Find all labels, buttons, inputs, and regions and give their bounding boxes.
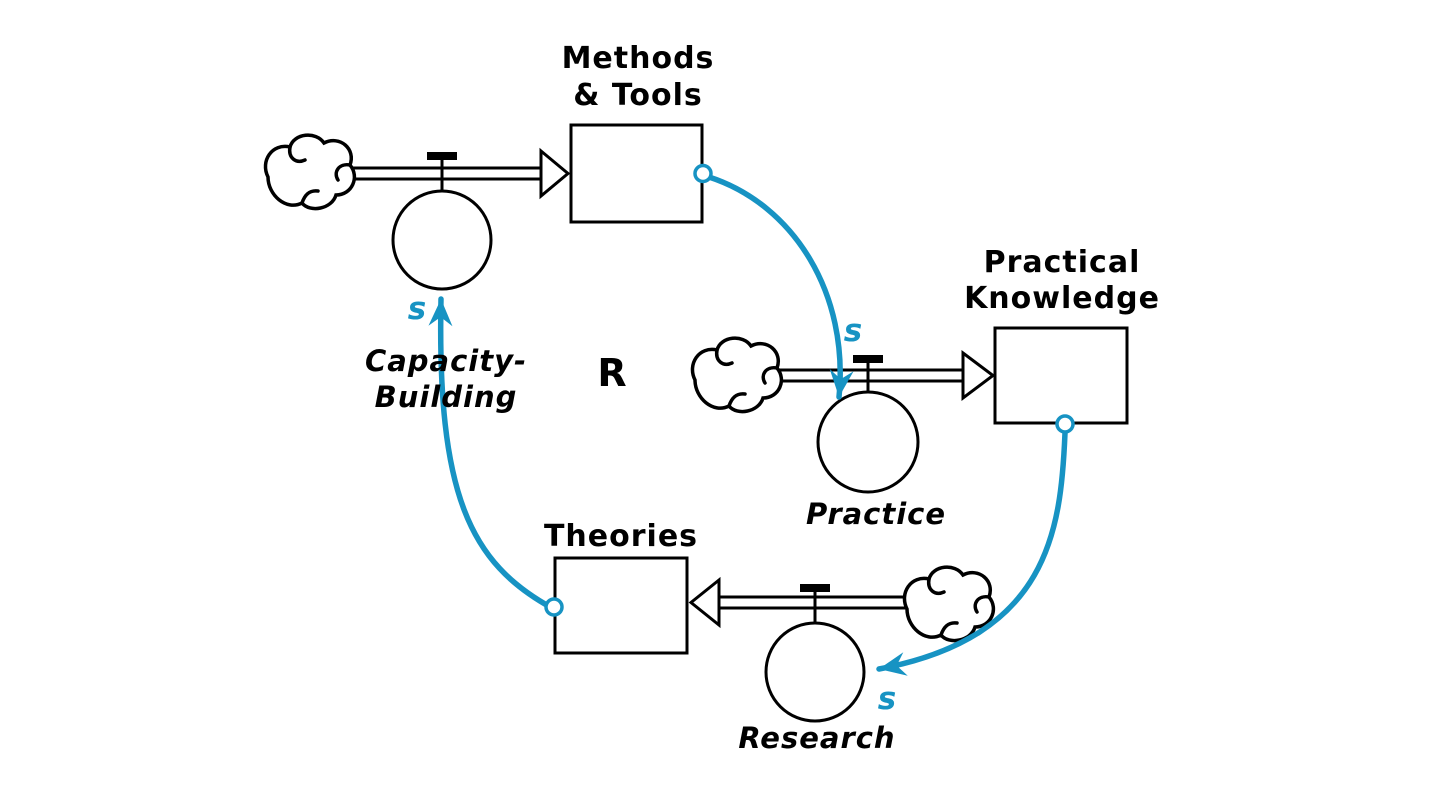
stock-label-theories: Theories <box>544 519 698 554</box>
stock-label-methods-tools-line1: Methods <box>562 41 715 76</box>
flow-label-practice: Practice <box>806 497 946 531</box>
link-knowledge-to-research <box>876 430 1068 676</box>
polarity-s-capacity-building: s <box>408 291 426 327</box>
source-cloud-icon <box>690 336 784 414</box>
connector-port-icon <box>544 597 564 617</box>
flow-label-capacity-building-line2: Building <box>375 380 518 414</box>
flow-research-pipe <box>688 565 996 723</box>
link-methods-to-practice <box>706 174 854 400</box>
flow-arrowhead-icon <box>539 147 571 200</box>
flow-arrowhead-icon <box>688 576 721 629</box>
stock-theories <box>553 556 689 655</box>
polarity-s-research: s <box>878 681 896 717</box>
connector-port-icon <box>1055 414 1075 434</box>
connector-port-icon <box>693 163 713 184</box>
flow-valve-icon <box>816 390 920 494</box>
stock-methods-tools <box>569 123 704 224</box>
source-cloud-icon <box>263 133 357 211</box>
stock-practical-knowledge <box>993 326 1129 425</box>
loop-identifier-r: R <box>597 351 626 395</box>
stock-label-practical-knowledge-line1: Practical <box>984 245 1141 280</box>
flow-valve-icon <box>764 621 866 723</box>
flow-practice-pipe <box>690 336 996 494</box>
flow-valve-icon <box>391 189 493 291</box>
stock-label-methods-tools-line2: & Tools <box>573 78 702 113</box>
flow-label-research: Research <box>738 721 895 755</box>
flow-arrowhead-icon <box>961 350 996 401</box>
flow-capacity-building-pipe <box>263 133 571 291</box>
polarity-s-practice: s <box>844 313 862 349</box>
link-theories-to-capacity-building <box>428 296 555 611</box>
flow-label-capacity-building-line1: Capacity- <box>365 344 527 378</box>
stock-label-practical-knowledge-line2: Knowledge <box>964 281 1160 316</box>
